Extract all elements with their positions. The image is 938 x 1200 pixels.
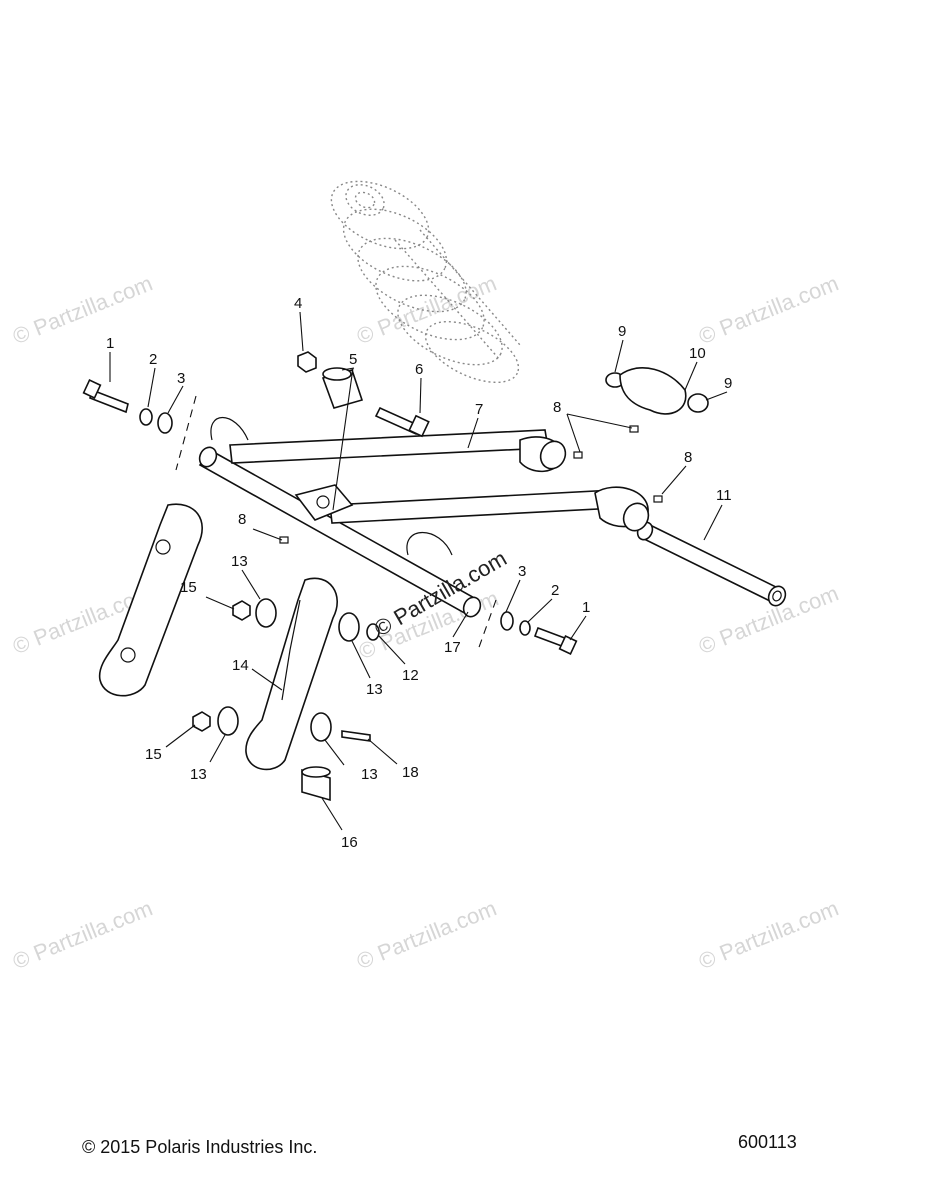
shaft-rod (636, 521, 787, 607)
callout-1: 1 (106, 335, 114, 352)
callout-18: 18 (402, 764, 419, 781)
callout-8: 8 (553, 399, 561, 416)
figure-number: 600113 (738, 1132, 797, 1152)
callout-3: 3 (177, 370, 185, 387)
callout-16: 16 (341, 834, 358, 851)
callout-2: 2 (551, 582, 559, 599)
alignment-lines (175, 395, 497, 651)
callout-13: 13 (366, 681, 383, 698)
callout-2: 2 (149, 351, 157, 368)
callout-3: 3 (518, 563, 526, 580)
callout-13: 13 (361, 766, 378, 783)
callout-7: 7 (475, 401, 483, 418)
callout-13: 13 (190, 766, 207, 783)
leader-lines (109, 311, 728, 831)
a-arm (198, 416, 650, 618)
callout-labels: 1 2 3 4 5 6 7 8 9 10 9 8 11 8 13 15 3 2 … (106, 295, 732, 851)
callout-1: 1 (582, 599, 590, 616)
callout-4: 4 (294, 295, 302, 312)
callout-15: 15 (180, 579, 197, 596)
callout-9: 9 (724, 375, 732, 392)
link-arm-right (245, 577, 338, 771)
link-arm-left (98, 503, 203, 697)
callout-11: 11 (716, 487, 732, 504)
callout-5: 5 (349, 351, 357, 368)
hardware (82, 351, 709, 802)
copyright-notice: © 2015 Polaris Industries Inc. (82, 1137, 318, 1157)
callout-15: 15 (145, 746, 162, 763)
callout-12: 12 (402, 667, 419, 684)
callout-17: 17 (444, 639, 461, 656)
callout-8: 8 (684, 449, 692, 466)
callout-10: 10 (689, 345, 706, 362)
callout-6: 6 (415, 361, 423, 378)
shock-spring-ghost (330, 180, 521, 384)
callout-13: 13 (231, 553, 248, 570)
callout-9: 9 (618, 323, 626, 340)
callout-14: 14 (232, 657, 249, 674)
callout-8: 8 (238, 511, 246, 528)
